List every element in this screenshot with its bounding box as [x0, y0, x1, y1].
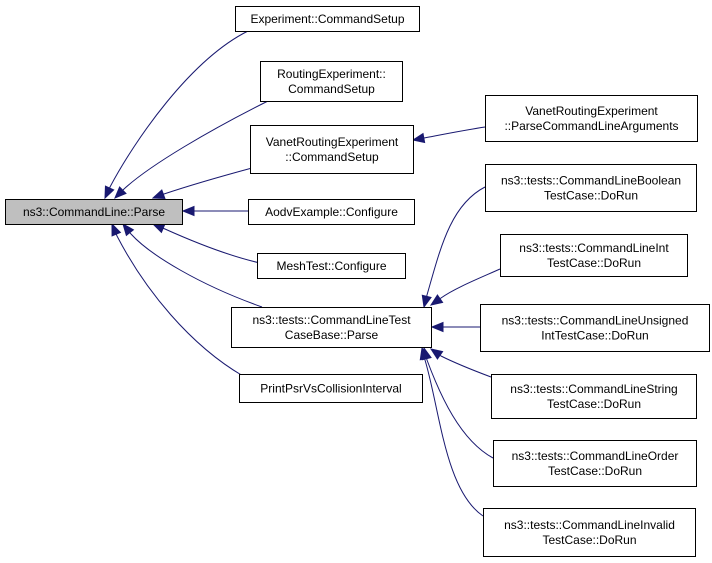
- node-testbase[interactable]: ns3::tests::CommandLineTestCaseBase::Par…: [231, 307, 432, 348]
- node-t-invalid[interactable]: ns3::tests::CommandLineInvalidTestCase::…: [483, 508, 696, 557]
- edge-line: [122, 100, 269, 191]
- node-t-order[interactable]: ns3::tests::CommandLineOrderTestCase::Do…: [493, 440, 697, 487]
- node-label-line: VanetRoutingExperiment: [266, 135, 399, 149]
- node-label-line: CaseBase::Parse: [285, 328, 379, 342]
- node-label-line: AodvExample::Configure: [265, 205, 398, 219]
- node-label-line: MeshTest::Configure: [276, 259, 386, 273]
- edge-line: [439, 354, 492, 378]
- arrowhead: [429, 348, 444, 360]
- node-label-line: CommandSetup: [288, 82, 375, 96]
- node-vanet-parse[interactable]: VanetRoutingExperiment::ParseCommandLine…: [485, 95, 698, 142]
- edge-line: [426, 358, 494, 459]
- edge-t_order-to-testbase: [421, 346, 494, 459]
- node-label-line: VanetRoutingExperiment: [525, 104, 658, 118]
- node-label-line: TestCase::DoRun: [548, 464, 642, 478]
- node-box: [480, 304, 710, 352]
- node-label-line: ns3::tests::CommandLineBoolean: [501, 174, 681, 188]
- node-t-uns[interactable]: ns3::tests::CommandLineUnsignedIntTestCa…: [480, 304, 710, 352]
- arrowhead: [421, 294, 432, 309]
- arrowhead: [151, 189, 166, 199]
- node-box: [491, 374, 697, 419]
- edge-vanet_setup-to-parse: [151, 167, 253, 199]
- node-label-line: IntTestCase::DoRun: [541, 329, 648, 343]
- node-label-line: ns3::tests::CommandLineTest: [252, 313, 411, 327]
- arrowhead: [411, 132, 426, 144]
- edge-line: [426, 186, 486, 297]
- node-parse[interactable]: ns3::CommandLine::Parse: [5, 199, 183, 225]
- node-box: [257, 253, 406, 279]
- node-printpsr[interactable]: PrintPsrVsCollisionInterval: [239, 374, 423, 403]
- arrowhead: [114, 186, 127, 199]
- edge-exp_setup-to-parse: [104, 30, 249, 200]
- node-label-line: TestCase::DoRun: [547, 256, 641, 270]
- node-label-line: TestCase::DoRun: [547, 397, 641, 411]
- node-box: [248, 199, 415, 225]
- node-label-line: ns3::tests::CommandLineOrder: [512, 449, 679, 463]
- node-label-line: PrintPsrVsCollisionInterval: [260, 382, 401, 396]
- node-aodv[interactable]: AodvExample::Configure: [248, 199, 415, 225]
- edge-routing_setup-to-parse: [114, 100, 269, 199]
- edge-printpsr-to-parse: [111, 222, 244, 377]
- graph-nodes: ns3::CommandLine::Parse Experiment::Comma…: [5, 6, 710, 557]
- node-box: [250, 125, 414, 174]
- node-label-line: TestCase::DoRun: [544, 189, 638, 203]
- edge-line: [163, 167, 253, 195]
- node-box: [231, 307, 432, 348]
- edge-t_uns-to-testbase: [430, 321, 480, 333]
- edge-vanet_parse-to-vanet_setup: [411, 126, 486, 144]
- node-vanet-setup[interactable]: VanetRoutingExperiment::CommandSetup: [250, 125, 414, 174]
- node-box: [500, 234, 688, 277]
- edge-mesh-to-parse: [151, 223, 261, 264]
- arrowhead: [430, 321, 444, 333]
- edge-t_bool-to-testbase: [421, 186, 486, 309]
- node-box: [485, 164, 697, 212]
- node-t-bool[interactable]: ns3::tests::CommandLineBooleanTestCase::…: [485, 164, 697, 212]
- edge-line: [439, 268, 501, 300]
- node-label-line: Experiment::CommandSetup: [250, 12, 404, 26]
- node-label-line: TestCase::DoRun: [542, 533, 636, 547]
- graph-edges: [104, 30, 501, 517]
- edge-line: [423, 126, 486, 139]
- node-exp-setup[interactable]: Experiment::CommandSetup: [235, 6, 420, 32]
- node-box: [485, 95, 698, 142]
- arrowhead: [419, 346, 430, 361]
- arrowhead: [122, 222, 135, 237]
- node-routing-setup[interactable]: RoutingExperiment::CommandSetup: [260, 61, 403, 102]
- edge-line: [129, 232, 263, 308]
- node-label-line: ns3::tests::CommandLineString: [510, 382, 677, 396]
- edge-line: [162, 227, 261, 264]
- edge-testbase-to-parse: [122, 222, 263, 308]
- node-label-line: ns3::CommandLine::Parse: [23, 205, 165, 219]
- arrowhead: [429, 294, 444, 306]
- node-box: [260, 61, 403, 102]
- arrowhead: [111, 222, 122, 237]
- node-t-int[interactable]: ns3::tests::CommandLineIntTestCase::DoRu…: [500, 234, 688, 277]
- node-box: [483, 508, 696, 557]
- arrowhead: [104, 185, 115, 200]
- edge-t_int-to-testbase: [429, 268, 501, 306]
- node-box: [235, 6, 420, 32]
- node-label-line: ns3::tests::CommandLineUnsigned: [502, 314, 689, 328]
- edge-t_str-to-testbase: [429, 348, 492, 378]
- node-box: [239, 374, 423, 403]
- node-label-line: ns3::tests::CommandLineInt: [519, 241, 669, 255]
- node-mesh[interactable]: MeshTest::Configure: [257, 253, 406, 279]
- node-box: [493, 440, 697, 487]
- edge-line: [109, 30, 249, 189]
- edge-line: [424, 358, 484, 517]
- node-label-line: ::ParseCommandLineArguments: [504, 119, 678, 133]
- arrowhead: [181, 205, 195, 217]
- node-label-line: ns3::tests::CommandLineInvalid: [504, 518, 675, 532]
- edge-t_invalid-to-testbase: [419, 346, 484, 517]
- node-box: [5, 199, 183, 225]
- arrowhead: [151, 223, 166, 234]
- node-label-line: ::CommandSetup: [285, 150, 379, 164]
- node-label-line: RoutingExperiment::: [277, 67, 386, 81]
- node-t-str[interactable]: ns3::tests::CommandLineStringTestCase::D…: [491, 374, 697, 419]
- edge-aodv-to-parse: [181, 205, 248, 217]
- edge-line: [115, 233, 244, 377]
